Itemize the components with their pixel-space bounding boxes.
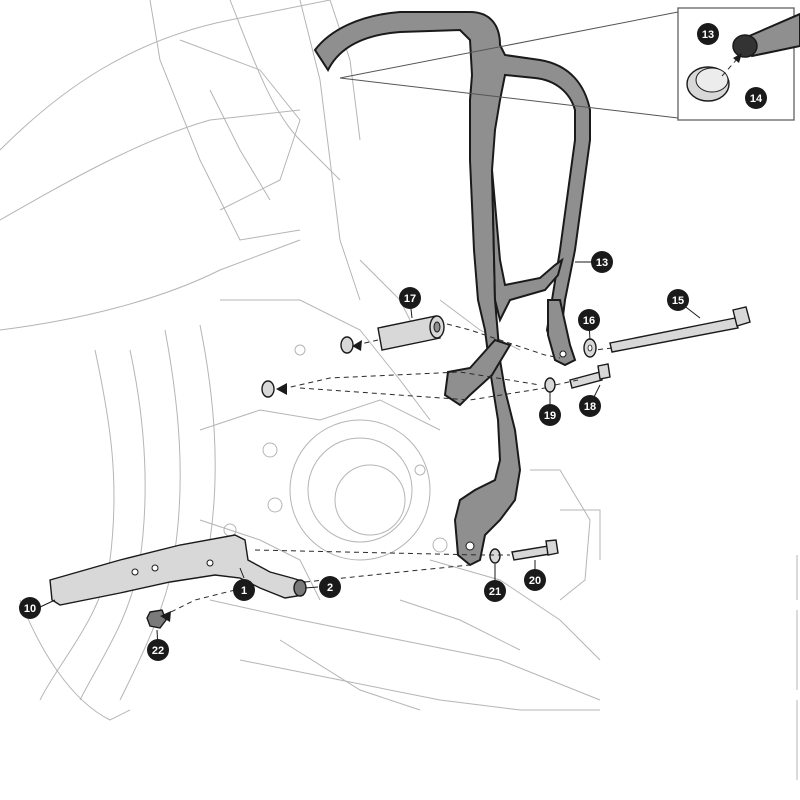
- svg-text:14: 14: [750, 93, 763, 105]
- bolt-20: [511, 539, 559, 561]
- callout-14: 14: [745, 87, 767, 109]
- lower-bracket: [49, 534, 307, 606]
- callout-1: 1: [233, 579, 255, 601]
- callouts: 1 2 10 13 13 14 15 16: [19, 23, 767, 661]
- svg-text:18: 18: [584, 401, 596, 413]
- washer-19: [544, 377, 556, 393]
- callout-17: 17: [399, 287, 421, 309]
- bolt-15: [609, 306, 751, 353]
- arrow-head-icon: [160, 611, 171, 622]
- callout-2: 2: [319, 576, 341, 598]
- svg-text:2: 2: [327, 582, 333, 594]
- arrow-head-icon: [276, 383, 287, 395]
- callout-18: 18: [579, 395, 601, 417]
- svg-text:22: 22: [152, 645, 164, 657]
- arrow-head-icon: [352, 340, 362, 351]
- svg-text:1: 1: [241, 585, 247, 597]
- svg-text:21: 21: [489, 586, 501, 598]
- callout-13: 13: [591, 251, 613, 273]
- callout-19: 19: [539, 404, 561, 426]
- callout-20: 20: [524, 569, 546, 591]
- svg-text:20: 20: [529, 575, 541, 587]
- crash-bar: [313, 11, 591, 567]
- detail-zoom-box: [339, 7, 800, 121]
- svg-text:15: 15: [672, 295, 684, 307]
- washer-21: [489, 548, 501, 564]
- callout-10: 10: [19, 597, 41, 619]
- svg-text:16: 16: [583, 315, 595, 327]
- svg-text:13: 13: [596, 257, 608, 269]
- bolt-18: [569, 363, 611, 389]
- hardware: [146, 306, 751, 629]
- nut-22: [146, 609, 167, 629]
- svg-text:17: 17: [404, 293, 416, 305]
- svg-text:19: 19: [544, 410, 556, 422]
- svg-text:10: 10: [24, 603, 36, 615]
- leader-lines: [160, 323, 613, 622]
- callout-16: 16: [578, 309, 600, 331]
- callout-leaders: [37, 261, 701, 649]
- callout-15: 15: [667, 289, 689, 311]
- spacer-17: [377, 315, 445, 351]
- callout-13-detail: 13: [697, 23, 719, 45]
- callout-21: 21: [484, 580, 506, 602]
- svg-text:13: 13: [702, 29, 714, 41]
- callout-22: 22: [147, 639, 169, 661]
